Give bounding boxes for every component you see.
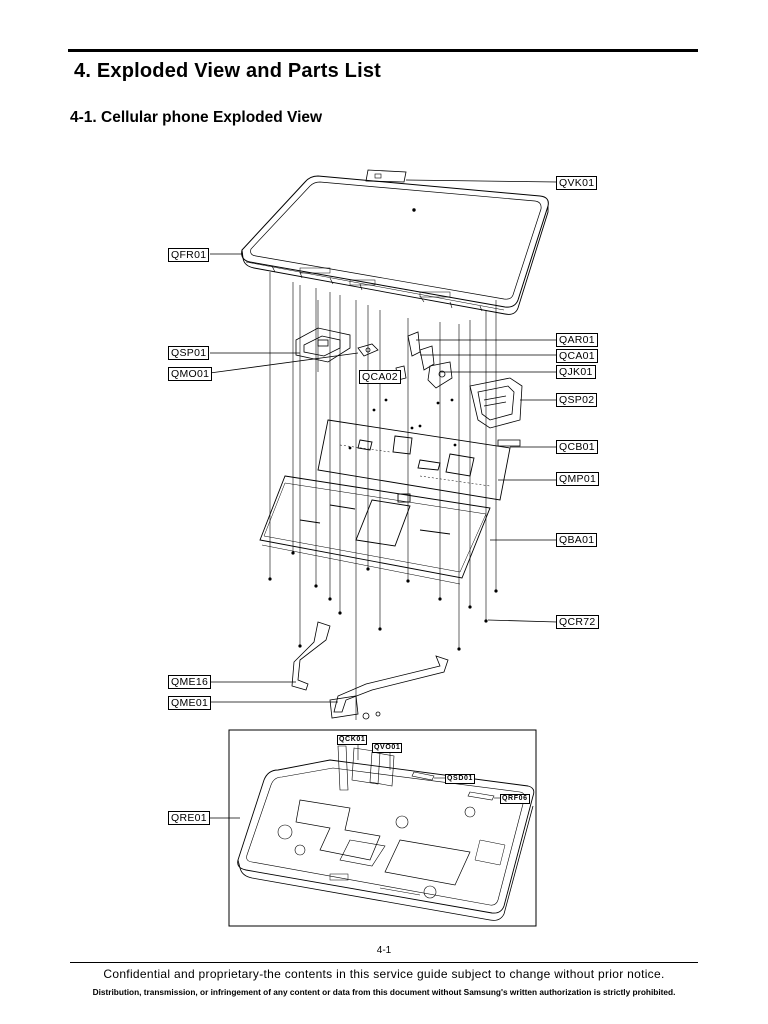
label-qre01: QRE01	[168, 811, 210, 825]
label-qjk01: QJK01	[556, 365, 596, 379]
footer-confidential: Confidential and proprietary-the content…	[103, 967, 665, 981]
label-qca01: QCA01	[556, 349, 598, 363]
rear-leaders	[357, 744, 500, 799]
leader-lines	[209, 179, 558, 819]
screw-guides	[269, 272, 497, 720]
flex-cable-main	[329, 655, 449, 720]
cable-qcb01	[497, 439, 521, 447]
speaker-left	[295, 327, 351, 363]
label-qca02: QCA02	[359, 370, 401, 384]
label-qmo01: QMO01	[168, 367, 213, 381]
label-qck01: QCK01	[337, 735, 368, 745]
section-heading: 4. Exploded View and Parts List	[74, 60, 382, 82]
label-qme16: QME16	[168, 675, 212, 689]
small-cables	[395, 331, 453, 389]
subsection-heading: 4-1. Cellular phone Exploded View	[70, 109, 323, 126]
label-qvo01: QVO01	[372, 743, 403, 753]
main-pcb	[317, 419, 511, 501]
label-qmp01: QMP01	[556, 472, 600, 486]
label-qvk01: QVK01	[556, 176, 598, 190]
label-qcr72: QCR72	[556, 615, 599, 629]
label-qar01: QAR01	[556, 333, 598, 347]
footer-distribution: Distribution, transmission, or infringem…	[92, 987, 676, 997]
speaker-right	[469, 377, 523, 429]
motor	[357, 343, 379, 357]
label-qcb01: QCB01	[556, 440, 598, 454]
screws	[268, 398, 498, 651]
bracket-battery	[259, 475, 491, 585]
header-rule	[68, 49, 698, 52]
label-qfr01: QFR01	[168, 248, 210, 262]
page-number: 4-1	[376, 945, 392, 956]
footer-rule	[70, 962, 698, 963]
label-qme01: QME01	[168, 696, 212, 710]
flex-cable-left	[291, 621, 331, 691]
rear-cover-box	[228, 729, 537, 927]
label-qsd01: QSD01	[445, 774, 475, 784]
label-qsp02: QSP02	[556, 393, 598, 407]
front-frame	[241, 169, 549, 315]
label-qrf06: QRF06	[500, 794, 530, 804]
label-qsp01: QSP01	[168, 346, 210, 360]
label-qba01: QBA01	[556, 533, 598, 547]
rear-cover	[237, 745, 535, 921]
